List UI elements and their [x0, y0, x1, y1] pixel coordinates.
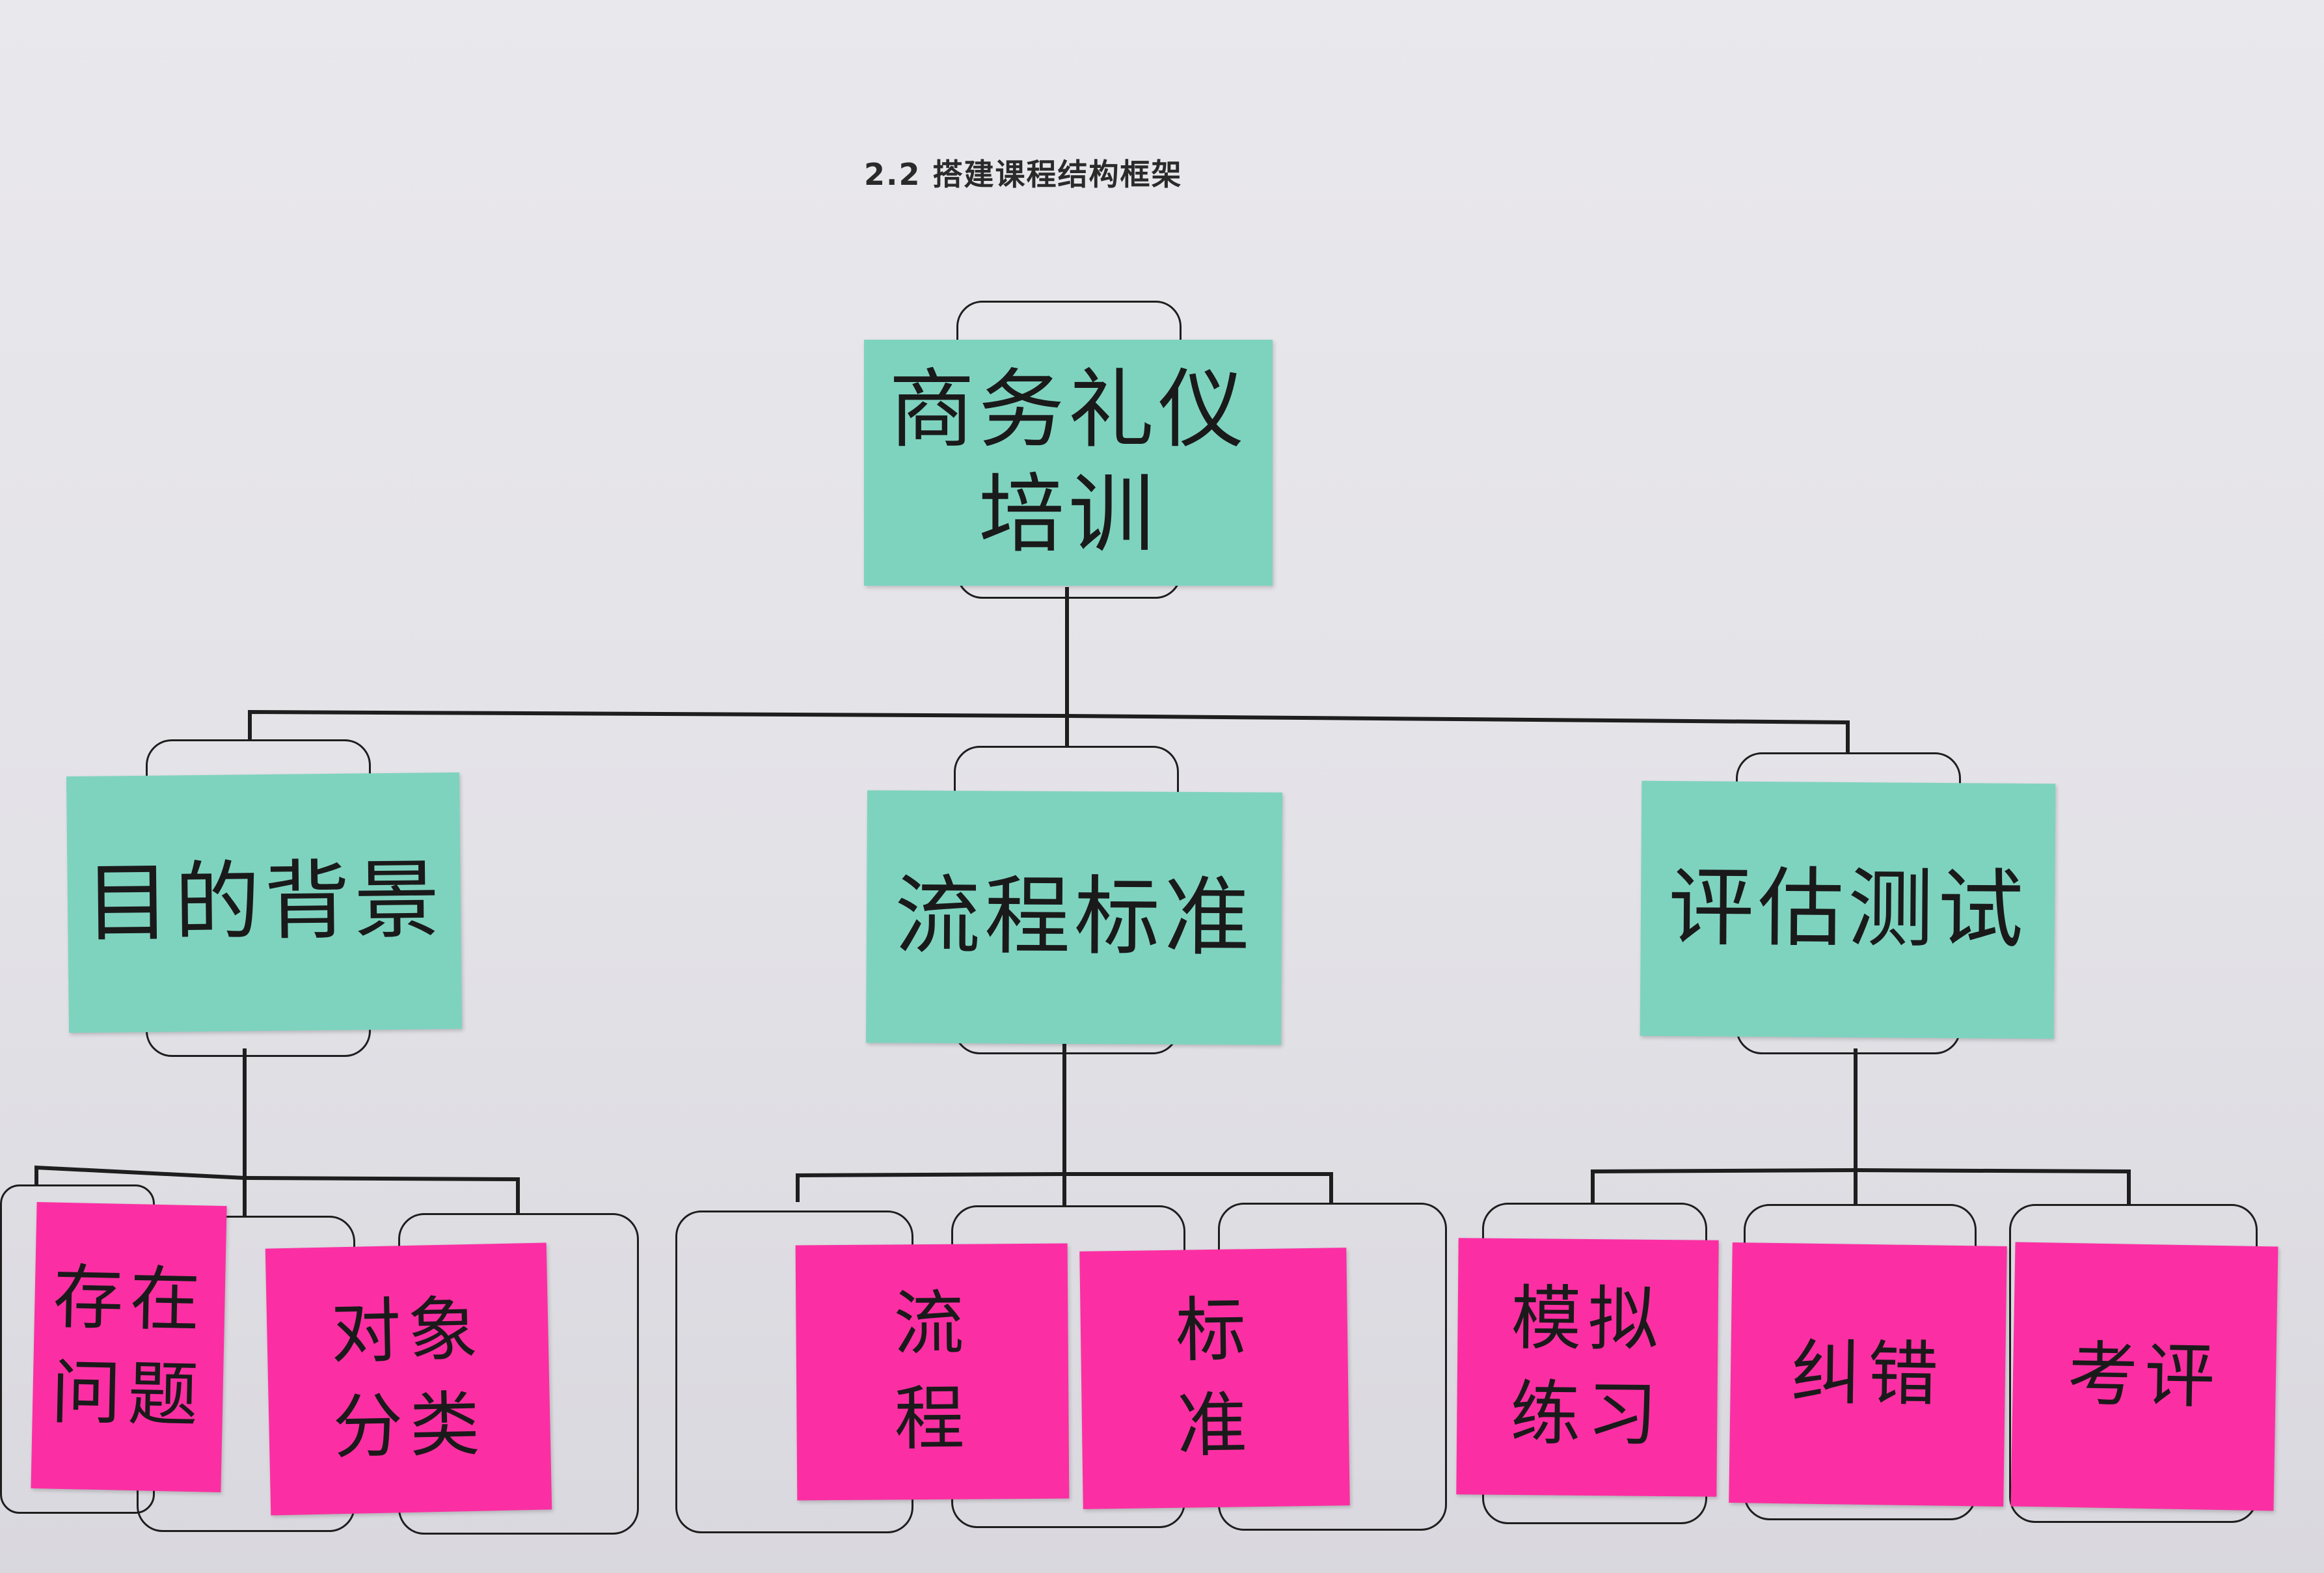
- note-branch-3-line-1: 评估测试: [1668, 858, 2028, 961]
- note-branch-3: 评估测试: [1640, 780, 2056, 1039]
- note-leaf-2-2: 标 准: [1079, 1248, 1350, 1509]
- note-root-line-1: 商务礼仪: [889, 359, 1248, 460]
- note-branch-2: 流程标准: [865, 790, 1283, 1045]
- note-root: 商务礼仪 培训: [864, 340, 1273, 586]
- note-leaf-3-1: 模拟 练习: [1456, 1238, 1719, 1497]
- note-leaf-3-2-line-1: 纠错: [1790, 1332, 1945, 1416]
- note-leaf-3-2: 纠错: [1729, 1242, 2007, 1507]
- note-leaf-1-1-line-2: 问题: [50, 1352, 206, 1437]
- page-title: 2.2 搭建课程结构框架: [864, 157, 1183, 192]
- note-leaf-1-2-line-2: 分类: [332, 1384, 487, 1469]
- note-leaf-1-1: 存在 问题: [31, 1201, 227, 1493]
- note-leaf-1-1-line-1: 存在: [52, 1257, 208, 1342]
- note-branch-1: 目的背景: [66, 772, 463, 1033]
- connector-branch-bar: [248, 709, 1850, 754]
- note-leaf-3-3-line-1: 考评: [2066, 1334, 2223, 1419]
- note-leaf-1-2-line-1: 对象: [330, 1289, 485, 1374]
- note-leaf-2-1: 流 程: [795, 1243, 1070, 1501]
- note-root-line-2: 培训: [979, 465, 1158, 565]
- note-leaf-2-2-line-2: 准: [1176, 1384, 1254, 1467]
- note-leaf-2-1-line-2: 程: [894, 1378, 971, 1460]
- note-leaf-1-2: 对象 分类: [265, 1242, 552, 1516]
- connector-leaf-bar-3: [1591, 1168, 2131, 1206]
- note-leaf-2-2-line-1: 标: [1175, 1289, 1253, 1373]
- note-leaf-3-1-line-2: 练习: [1509, 1373, 1664, 1457]
- note-leaf-2-1-line-1: 流: [893, 1283, 971, 1365]
- note-branch-2-line-1: 流程标准: [894, 866, 1254, 968]
- note-leaf-3-3: 考评: [2010, 1242, 2278, 1511]
- note-leaf-3-1-line-1: 模拟: [1511, 1278, 1666, 1361]
- note-branch-1-line-1: 目的背景: [84, 850, 444, 955]
